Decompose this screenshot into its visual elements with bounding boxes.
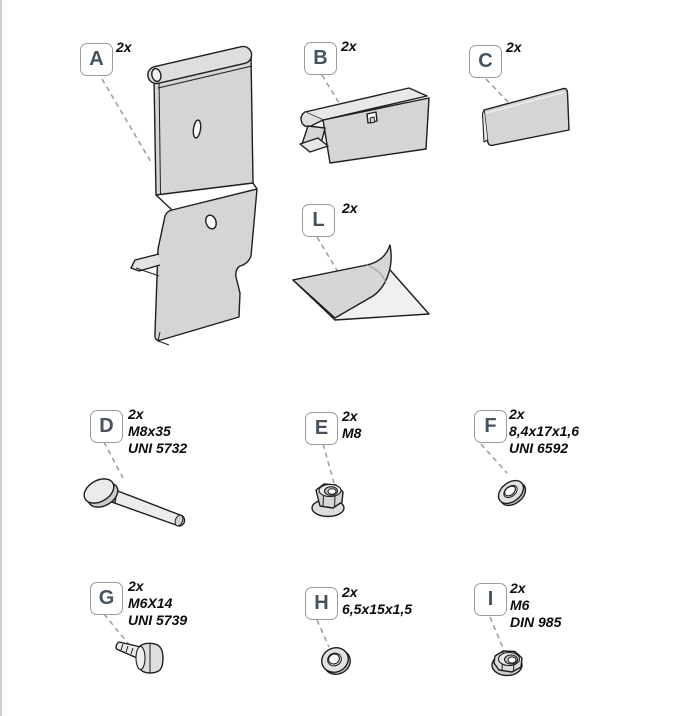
- leader-line-e: [323, 444, 334, 483]
- leader-line-l: [317, 237, 338, 272]
- leader-line-a: [102, 79, 151, 162]
- leader-line-g: [104, 614, 131, 647]
- leader-line-i: [490, 617, 503, 648]
- leader-line-c: [486, 79, 509, 103]
- leader-line-f: [481, 444, 507, 473]
- leader-line-h: [317, 620, 329, 647]
- leader-line-d: [104, 442, 123, 478]
- leader-line-b: [322, 75, 345, 113]
